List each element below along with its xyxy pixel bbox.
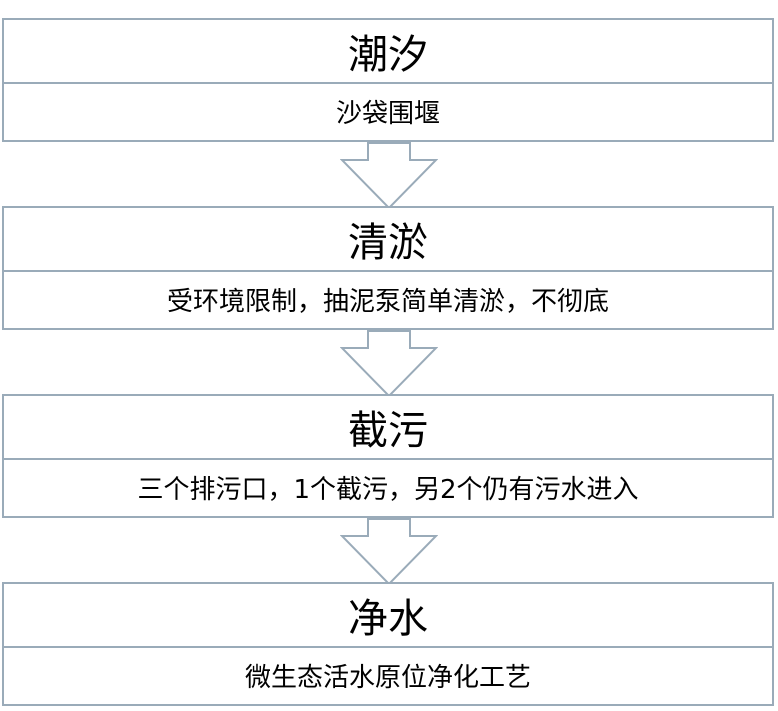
step-tide: 潮汐 沙袋围堰	[2, 18, 774, 142]
step-desc-dredging: 受环境限制，抽泥泵简单清淤，不彻底	[166, 286, 609, 317]
down-arrow-icon	[340, 518, 438, 586]
step-dredging: 清淤 受环境限制，抽泥泵简单清淤，不彻底	[2, 206, 774, 330]
step-desc-tide: 沙袋围堰	[335, 98, 440, 129]
step-water-purification: 净水 微生态活水原位净化工艺	[2, 582, 774, 706]
step-title-tide: 潮汐	[4, 20, 772, 84]
step-title-water-purification: 净水	[4, 584, 772, 648]
down-arrow-icon	[340, 330, 438, 398]
step-desc-water-purification: 微生态活水原位净化工艺	[244, 662, 531, 693]
step-sewage-interception: 截污 三个排污口，1个截污，另2个仍有污水进入	[2, 394, 774, 518]
step-desc-sewage-interception: 三个排污口，1个截污，另2个仍有污水进入	[137, 474, 639, 505]
down-arrow-icon	[340, 142, 438, 210]
step-title-dredging: 清淤	[4, 208, 772, 272]
step-title-sewage-interception: 截污	[4, 396, 772, 460]
